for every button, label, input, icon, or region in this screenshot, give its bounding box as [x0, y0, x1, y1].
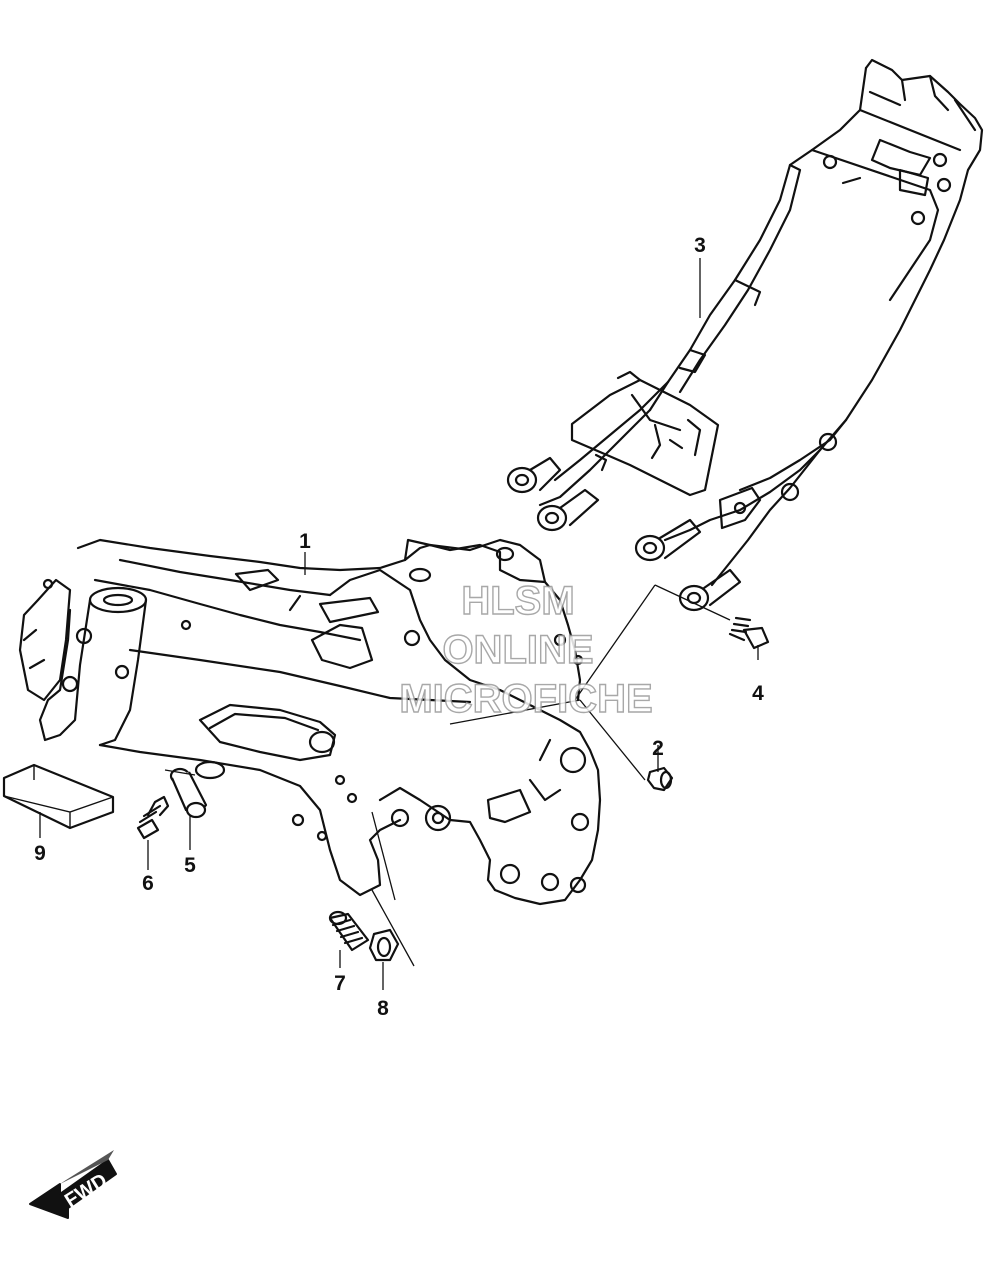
callout-2: 2 [652, 737, 664, 760]
seat-rail-part[interactable] [506, 58, 984, 612]
watermark-line-1: HLSM [461, 579, 574, 623]
fwd-arrow-icon: FWD [29, 1150, 117, 1219]
callout-1: 1 [299, 530, 311, 553]
plug-part-2[interactable] [646, 766, 674, 792]
callout-7: 7 [334, 972, 346, 995]
leader-lines [39, 258, 759, 990]
watermark: HLSM ONLINE MICROFICHE [399, 578, 654, 721]
decal-plate-part[interactable] [2, 763, 115, 830]
watermark-line-2: ONLINE [442, 628, 593, 672]
main-frame-part[interactable] [18, 538, 602, 906]
callout-8: 8 [377, 997, 389, 1020]
adjuster-part-7[interactable] [328, 910, 370, 952]
bolt-part-6[interactable] [136, 795, 170, 840]
callout-6: 6 [142, 872, 154, 895]
collar-part-5[interactable] [169, 767, 208, 819]
callout-3: 3 [694, 234, 706, 257]
callout-9: 9 [34, 842, 46, 865]
watermark-line-3: MICROFICHE [399, 677, 652, 721]
callout-5: 5 [184, 854, 196, 877]
nut-part-8[interactable] [368, 928, 400, 962]
callout-4: 4 [752, 682, 764, 705]
bolt-part-4[interactable] [728, 616, 770, 650]
